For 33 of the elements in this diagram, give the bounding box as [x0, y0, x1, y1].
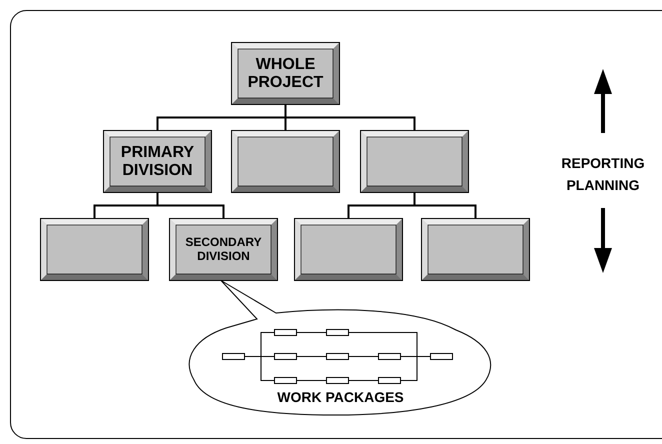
hierarchy-box [360, 130, 469, 193]
connector-line [244, 356, 274, 381]
connector-line [296, 380, 326, 381]
work-package-box [274, 377, 297, 384]
direction-label: REPORTING [560, 155, 646, 171]
hierarchy-box [169, 218, 278, 281]
connector-line [400, 356, 430, 381]
box-label: WHOLE PROJECT [246, 56, 324, 92]
work-package-box [326, 353, 349, 360]
hierarchy-box [231, 130, 340, 193]
work-package-box [326, 377, 349, 384]
work-package-box [378, 377, 401, 384]
connector-line [348, 356, 378, 357]
callout-title: WORK PACKAGES [276, 390, 405, 406]
work-package-box [274, 329, 297, 336]
connector-line [156, 193, 224, 218]
work-package-box [274, 353, 297, 360]
hierarchy-box [421, 218, 530, 281]
work-package-box [326, 329, 349, 336]
hierarchy-box [103, 130, 212, 193]
box-label: PRIMARY DIVISION [120, 144, 196, 180]
direction-label: PLANNING [565, 177, 641, 193]
connector-line [296, 332, 326, 333]
connector-line [348, 380, 378, 381]
work-package-box [430, 353, 453, 360]
hierarchy-box [40, 218, 149, 281]
connector-line [414, 193, 476, 218]
hierarchy-box [294, 218, 403, 281]
work-package-box [378, 353, 401, 360]
connector-line [296, 356, 326, 357]
hierarchy-box [231, 42, 340, 105]
work-package-box [222, 353, 245, 360]
box-label: SECONDARY DIVISION [184, 236, 263, 263]
